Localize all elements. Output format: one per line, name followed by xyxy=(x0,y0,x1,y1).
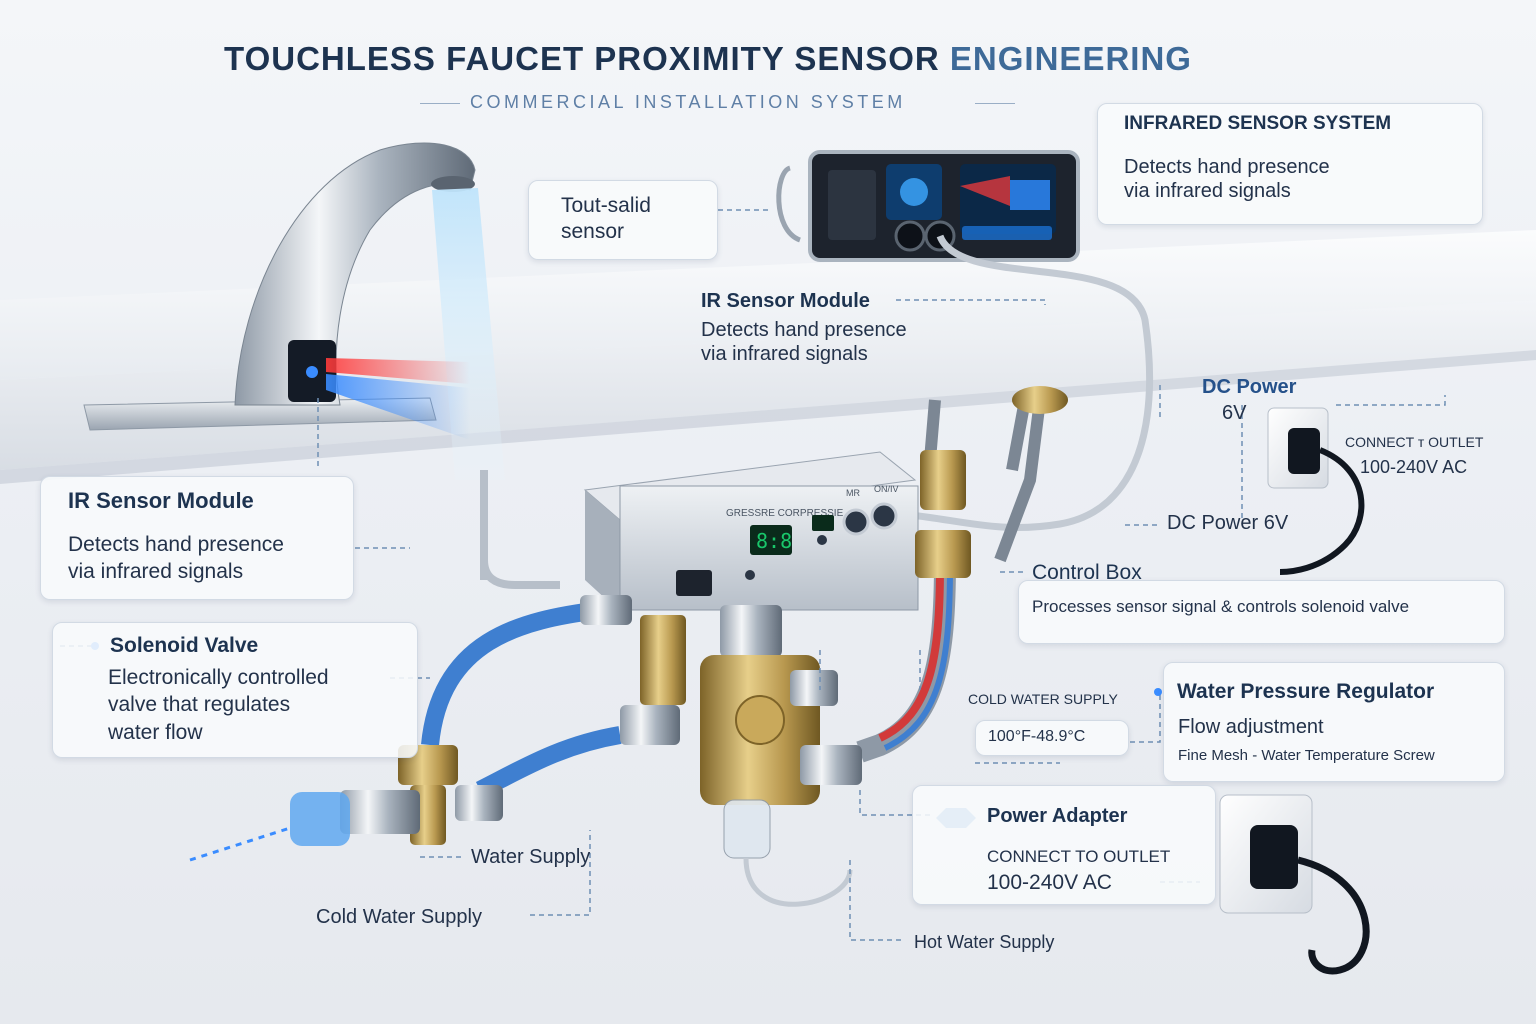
hot-water-label: Hot Water Supply xyxy=(914,932,1055,952)
pressure-bullet xyxy=(1154,688,1162,696)
counter-front xyxy=(0,300,1536,470)
power-adapter-line1: CONNECT TO OUTLET xyxy=(987,847,1171,866)
ir-module-center-line2: via infrared signals xyxy=(701,343,868,365)
control-box-title: Control Box xyxy=(1032,561,1142,584)
dc-power-top-value: 6V xyxy=(1222,402,1247,424)
solenoid-line2: valve that regulates xyxy=(108,693,291,716)
page-subtitle: COMMERCIAL INSTALLATION SYSTEM xyxy=(470,92,906,112)
ir-module-left-line2: via infrared signals xyxy=(68,560,244,583)
infrared-system-line1: Detects hand presence xyxy=(1124,156,1330,178)
solenoid-line3: water flow xyxy=(108,721,203,744)
left-feed-bend xyxy=(480,559,560,589)
infrared-sensor-unit xyxy=(776,150,1080,262)
power-adapter-card xyxy=(912,785,1216,905)
power-adapter-title: Power Adapter xyxy=(987,805,1128,827)
hot-water-pipe-stripe xyxy=(878,564,944,742)
infrared-system-title: INFRARED SENSOR SYSTEM xyxy=(1124,113,1392,134)
solenoid-card xyxy=(52,622,418,758)
ir-module-left-card xyxy=(40,476,354,600)
ir-module-center-line1: Detects hand presence xyxy=(701,319,907,341)
subtitle-rule-left xyxy=(420,103,460,104)
ir-blue-beam xyxy=(326,374,470,440)
control-box-card xyxy=(1018,580,1505,644)
countertop xyxy=(0,230,1536,380)
control-box-brand: GRESSRE CORPRESSIE xyxy=(726,508,844,519)
upper-wall-outlet xyxy=(1267,407,1365,575)
cold-water-bottom-label: Cold Water Supply xyxy=(316,906,482,928)
page-title-accent: ENGINEERING xyxy=(949,40,1192,77)
control-box-desc: Processes sensor signal & controls solen… xyxy=(1032,597,1410,616)
top-sensor-card xyxy=(528,180,718,260)
ir-module-center-title: IR Sensor Module xyxy=(701,290,870,312)
cold-water-right-temp: 100°F-48.9°C xyxy=(988,728,1086,745)
cold-water-temp-badge xyxy=(975,720,1129,756)
lower-wall-outlet xyxy=(1219,794,1370,975)
cold-water-right-title: COLD WATER SUPPLY xyxy=(968,691,1118,707)
dc-power-mid: DC Power 6V xyxy=(1167,512,1289,534)
control-box-display: 8:8 xyxy=(756,529,792,553)
outlet-top-title: CONNECT ᴛ OUTLET xyxy=(1345,434,1484,450)
pressure-regulator-card xyxy=(1163,662,1505,782)
control-box: GRESSRE CORPRESSIE 8:8 MR ON/IV xyxy=(583,451,919,612)
pressure-regulator-line2: Fine Mesh - Water Temperature Screw xyxy=(1178,747,1435,764)
cold-water-pipe-lower xyxy=(475,726,622,799)
dc-power-top-title: DC Power xyxy=(1202,376,1297,398)
solenoid-valve xyxy=(620,605,862,859)
top-sensor-title: Tout-salid xyxy=(561,194,651,217)
hot-water-pipe-stripe-blue xyxy=(883,564,953,751)
solenoid-line1: Electronically controlled xyxy=(108,666,329,689)
ir-module-left-title: IR Sensor Module xyxy=(68,488,254,513)
control-box-label-on: ON/IV xyxy=(874,484,899,494)
water-supply-label: Water Supply xyxy=(471,846,591,868)
outlet-top-value: 100-240V AC xyxy=(1360,457,1468,477)
pressure-regulator-line1: Flow adjustment xyxy=(1178,716,1324,738)
pipe-coupling-top xyxy=(580,595,632,625)
sensor-cable xyxy=(909,234,1154,531)
power-adapter-line2: 100-240V AC xyxy=(987,871,1112,894)
top-sensor-subtitle: sensor xyxy=(561,220,625,243)
subtitle-rule-right xyxy=(975,103,1015,104)
ir-module-left-line1: Detects hand presence xyxy=(68,533,284,556)
pressure-regulator-title: Water Pressure Regulator xyxy=(1177,680,1435,703)
left-feed-pipe xyxy=(480,470,488,580)
hot-pipe-fitting xyxy=(915,530,971,578)
infrared-system-card xyxy=(1097,103,1483,225)
page-title: TOUCHLESS FAUCET PROXIMITY SENSOR ENGINE… xyxy=(0,40,1416,78)
solenoid-title: Solenoid Valve xyxy=(110,634,259,657)
ir-red-beam xyxy=(326,358,470,384)
hot-water-pipe xyxy=(856,559,956,763)
infrared-system-line2: via infrared signals xyxy=(1124,180,1291,202)
cold-water-pipe-upper xyxy=(421,601,602,746)
cold-inlet-dashes xyxy=(189,826,291,862)
top-brass-fitting xyxy=(920,450,966,510)
drain-fitting xyxy=(1012,386,1068,414)
drain-hose xyxy=(743,857,853,907)
control-box-label-mr: MR xyxy=(846,488,860,498)
page-title-main: TOUCHLESS FAUCET PROXIMITY SENSOR xyxy=(224,40,940,77)
inlet-tee xyxy=(290,745,503,846)
